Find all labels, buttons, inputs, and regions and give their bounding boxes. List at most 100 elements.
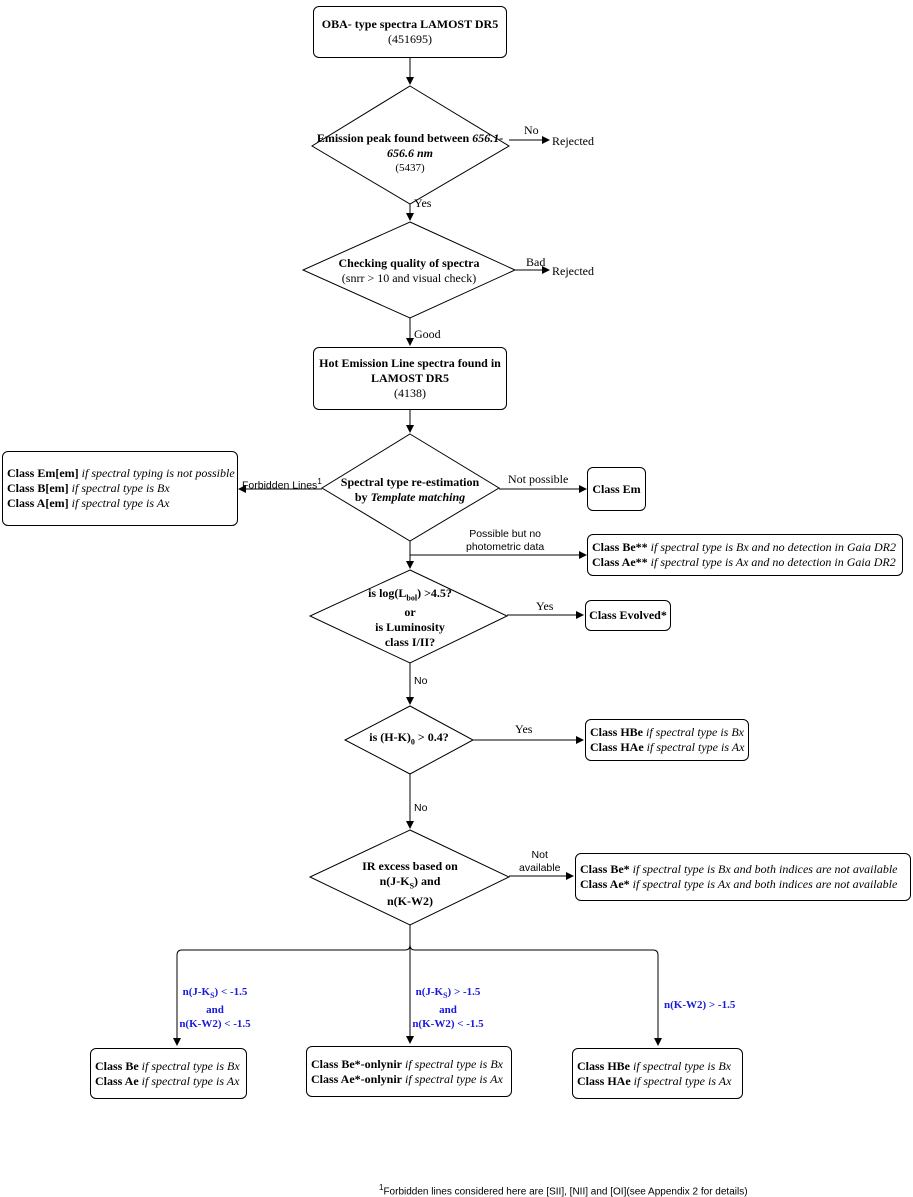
d6-l2-post: ) and: [414, 874, 441, 889]
forbidden-box: Class Em[em] if spectral typing is not p…: [2, 451, 238, 526]
be2-row-1-ital: if spectral type is Ax and no detection …: [647, 555, 896, 569]
fm-row-1: Class Ae*-onlynir if spectral type is Ax: [311, 1072, 507, 1087]
forbidden-lines-label: Forbidden Lines1: [242, 475, 322, 493]
d6-l2-pre: n(J-K: [379, 874, 410, 889]
d4-l1-sub: bol: [406, 593, 418, 603]
hot-line2: LAMOST DR5: [370, 371, 450, 385]
be1-row-0: Class Be* if spectral type is Bx and bot…: [580, 862, 906, 877]
na-line1: Not: [531, 849, 548, 861]
d3-line2-pre: by: [354, 490, 371, 504]
d1-no-label: No: [524, 123, 539, 137]
d4-l4: class I/II?: [384, 635, 436, 650]
possible-line1: Possible but no: [469, 528, 542, 540]
d4-l3: is Luminosity: [375, 620, 445, 635]
fr-row-0: Class HBe if spectral type is Bx: [577, 1059, 738, 1074]
cond-mid-l3: n(K-W2) < -1.5: [412, 1018, 484, 1031]
not-available-label: Not available: [519, 849, 560, 875]
hot-emission-box: Hot Emission Line spectra found in LAMOS…: [313, 347, 507, 410]
d6-l1: IR excess based on: [362, 859, 458, 874]
forbidden-row-1-ital: if spectral type is Bx: [68, 481, 170, 495]
final-box-right: Class HBe if spectral type is Bx Class H…: [572, 1048, 743, 1099]
cond-mid-l1-pre: n(J-K: [415, 986, 444, 998]
forbidden-row-0: Class Em[em] if spectral typing is not p…: [7, 466, 235, 481]
forbidden-row-0-bold: Class Em[em]: [7, 466, 79, 480]
hbe1-row-0-bold: Class HBe: [590, 725, 644, 739]
d6-l3: n(K-W2): [387, 893, 433, 908]
hbe1-row-1: Class HAe if spectral type is Ax: [590, 740, 744, 755]
fr-row-1-bold: Class HAe: [577, 1073, 631, 1088]
be1-row-0-ital: if spectral type is Bx and both indices …: [629, 862, 898, 876]
be1-row-1-ital: if spectral type is Ax and both indices …: [629, 877, 898, 891]
be2-row-1: Class Ae** if spectral type is Ax and no…: [592, 555, 898, 570]
hbe1-row-0-ital: if spectral type is Bx: [643, 725, 744, 739]
forbidden-sup: 1: [317, 477, 322, 486]
cond-mid-l1-post: ) > -1.5: [447, 986, 481, 998]
d1-yes-label: Yes: [414, 196, 432, 210]
start-box: OBA- type spectra LAMOST DR5 (451695): [313, 6, 507, 58]
d1-text: Emission peak found between 656.1- 656.6…: [312, 128, 508, 178]
final-box-left: Class Be if spectral type is Bx Class Ae…: [90, 1048, 247, 1099]
fr-row-1-ital: if spectral type is Ax: [630, 1073, 732, 1088]
be2-row-0-ital: if spectral type is Bx and no detection …: [647, 540, 896, 554]
fl-row-0-ital: if spectral type is Bx: [138, 1058, 240, 1073]
be1-row-1-bold: Class Ae*: [580, 877, 630, 891]
hot-count: (4138): [394, 386, 426, 400]
fm-row-1-ital: if spectral type is Ax: [402, 1071, 503, 1086]
possible-label: Possible but no photometric data: [466, 528, 544, 554]
fm-row-0-bold: Class Be*-onlynir: [311, 1056, 403, 1071]
d2-text: Checking quality of spectra (snrr > 10 a…: [303, 255, 515, 287]
be2-row-1-bold: Class Ae**: [592, 555, 648, 569]
d2-title: Checking quality of spectra: [338, 256, 480, 270]
d5-text: is (H-K)0 > 0.4?: [345, 730, 473, 749]
final-box-mid: Class Be*-onlynir if spectral type is Bx…: [306, 1046, 512, 1097]
forbidden-row-1-bold: Class B[em]: [7, 481, 69, 495]
be2-row-0: Class Be** if spectral type is Bx and no…: [592, 540, 898, 555]
d6-l2-sub: S: [409, 881, 415, 891]
cond-left-l3: n(K-W2) < -1.5: [179, 1018, 251, 1031]
be-star-box: Class Be* if spectral type is Bx and bot…: [575, 853, 911, 901]
d2-rejected: Rejected: [552, 264, 594, 278]
fl-row-1-ital: if spectral type is Ax: [138, 1073, 240, 1088]
fl-row-1: Class Ae if spectral type is Ax: [95, 1074, 242, 1089]
d1-text-em2: 656.6 nm: [386, 145, 433, 160]
fm-row-1-bold: Class Ae*-onlynir: [311, 1071, 403, 1086]
cond-mid-l2: and: [439, 1004, 457, 1017]
hbe1-row-0: Class HBe if spectral type is Bx: [590, 725, 744, 740]
fr-row-0-ital: if spectral type is Bx: [630, 1058, 731, 1073]
footnote: 1Forbidden lines considered here are [SI…: [379, 1183, 748, 1197]
forbidden-row-0-ital: if spectral typing is not possible: [78, 466, 235, 480]
d5-sub: 0: [410, 737, 415, 747]
d6-text: IR excess based on n(J-KS) and n(K-W2): [320, 859, 500, 908]
d2-sub: (snrr > 10 and visual check): [341, 271, 477, 285]
forbidden-row-2-ital: if spectral type is Ax: [68, 496, 170, 510]
cond-mid: n(J-KS) > -1.5 and n(K-W2) < -1.5: [408, 985, 488, 1031]
cond-left-l2: and: [206, 1004, 224, 1017]
d5-yes-label: Yes: [515, 722, 533, 736]
possible-line2: photometric data: [466, 541, 545, 553]
fm-row-0: Class Be*-onlynir if spectral type is Bx: [311, 1057, 507, 1072]
d4-text: is log(Lbol) >4.5? or is Luminosity clas…: [320, 586, 500, 650]
class-em-text: Class Em: [592, 481, 641, 496]
start-title: OBA- type spectra LAMOST DR5: [321, 17, 499, 31]
evolved-text: Class Evolved*: [589, 608, 667, 622]
forbidden-text: Forbidden Lines: [242, 479, 318, 492]
d5-post: > 0.4?: [414, 730, 449, 745]
d3-line1: Spectral type re-estimation: [340, 475, 480, 489]
fl-row-1-bold: Class Ae: [95, 1073, 139, 1088]
cond-left-l1-pre: n(J-K: [182, 986, 211, 998]
hot-line1: Hot Emission Line spectra found in: [319, 356, 501, 370]
d1-text-em1: 656.1-: [472, 130, 504, 145]
fr-row-0-bold: Class HBe: [577, 1058, 631, 1073]
forbidden-row-2-bold: Class A[em]: [7, 496, 69, 510]
d2-bad-label: Bad: [526, 255, 546, 269]
fr-row-1: Class HAe if spectral type is Ax: [577, 1074, 738, 1089]
d3-text: Spectral type re-estimation by Template …: [322, 475, 498, 505]
fl-row-0-bold: Class Be: [95, 1058, 139, 1073]
na-line2: available: [519, 862, 561, 874]
d4-l2: or: [404, 605, 416, 620]
be-double-star-box: Class Be** if spectral type is Bx and no…: [587, 534, 903, 576]
d1-count: (5437): [395, 161, 425, 174]
be1-row-1: Class Ae* if spectral type is Ax and bot…: [580, 877, 906, 892]
be2-row-0-bold: Class Be**: [592, 540, 648, 554]
